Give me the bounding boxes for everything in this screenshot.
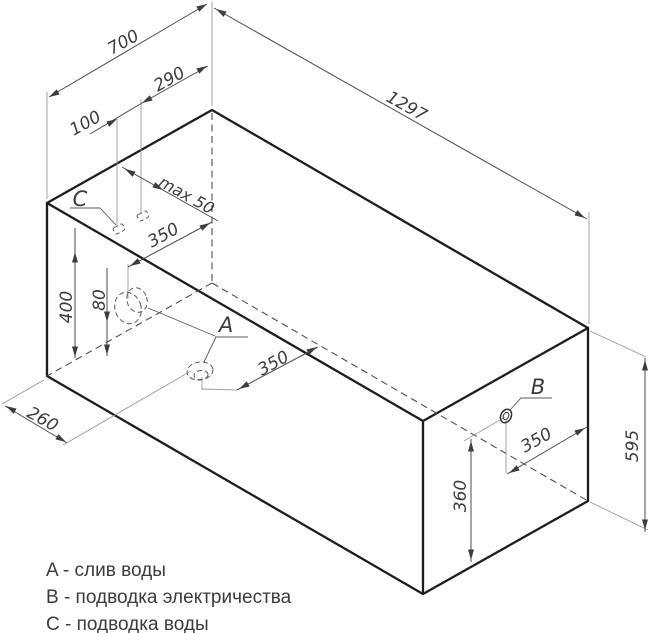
legend-water: C - подводка воды: [46, 614, 209, 633]
bathtub-box-outline: [45, 108, 590, 596]
legend: A - слив воды B - подводка электричества…: [46, 560, 292, 633]
label-water-supply-c: C: [73, 187, 88, 211]
water-supply-stub-2: [136, 210, 150, 222]
extension-lines: [1, 2, 649, 531]
dim-electric-360: 360: [451, 480, 471, 512]
dim-height-400: 400: [57, 291, 77, 323]
label-drain-a: A: [217, 313, 233, 337]
legend-electric: B - подводка электричества: [46, 587, 292, 608]
label-electric-b: B: [531, 375, 545, 399]
bathtub-box-hidden-edges: [46, 113, 589, 502]
dimension-arrowheads: [6, 4, 648, 560]
dim-height-595: 595: [623, 430, 643, 462]
electric-connection-fitting: [499, 408, 513, 424]
water-supply-stub-1: [112, 223, 126, 235]
dimension-lines: [4, 3, 646, 562]
part-labels: C A B: [73, 187, 546, 399]
legend-drain: A - слив воды: [46, 560, 166, 581]
label-leader-lines: [70, 207, 552, 411]
dim-drain-80: 80: [90, 289, 110, 311]
